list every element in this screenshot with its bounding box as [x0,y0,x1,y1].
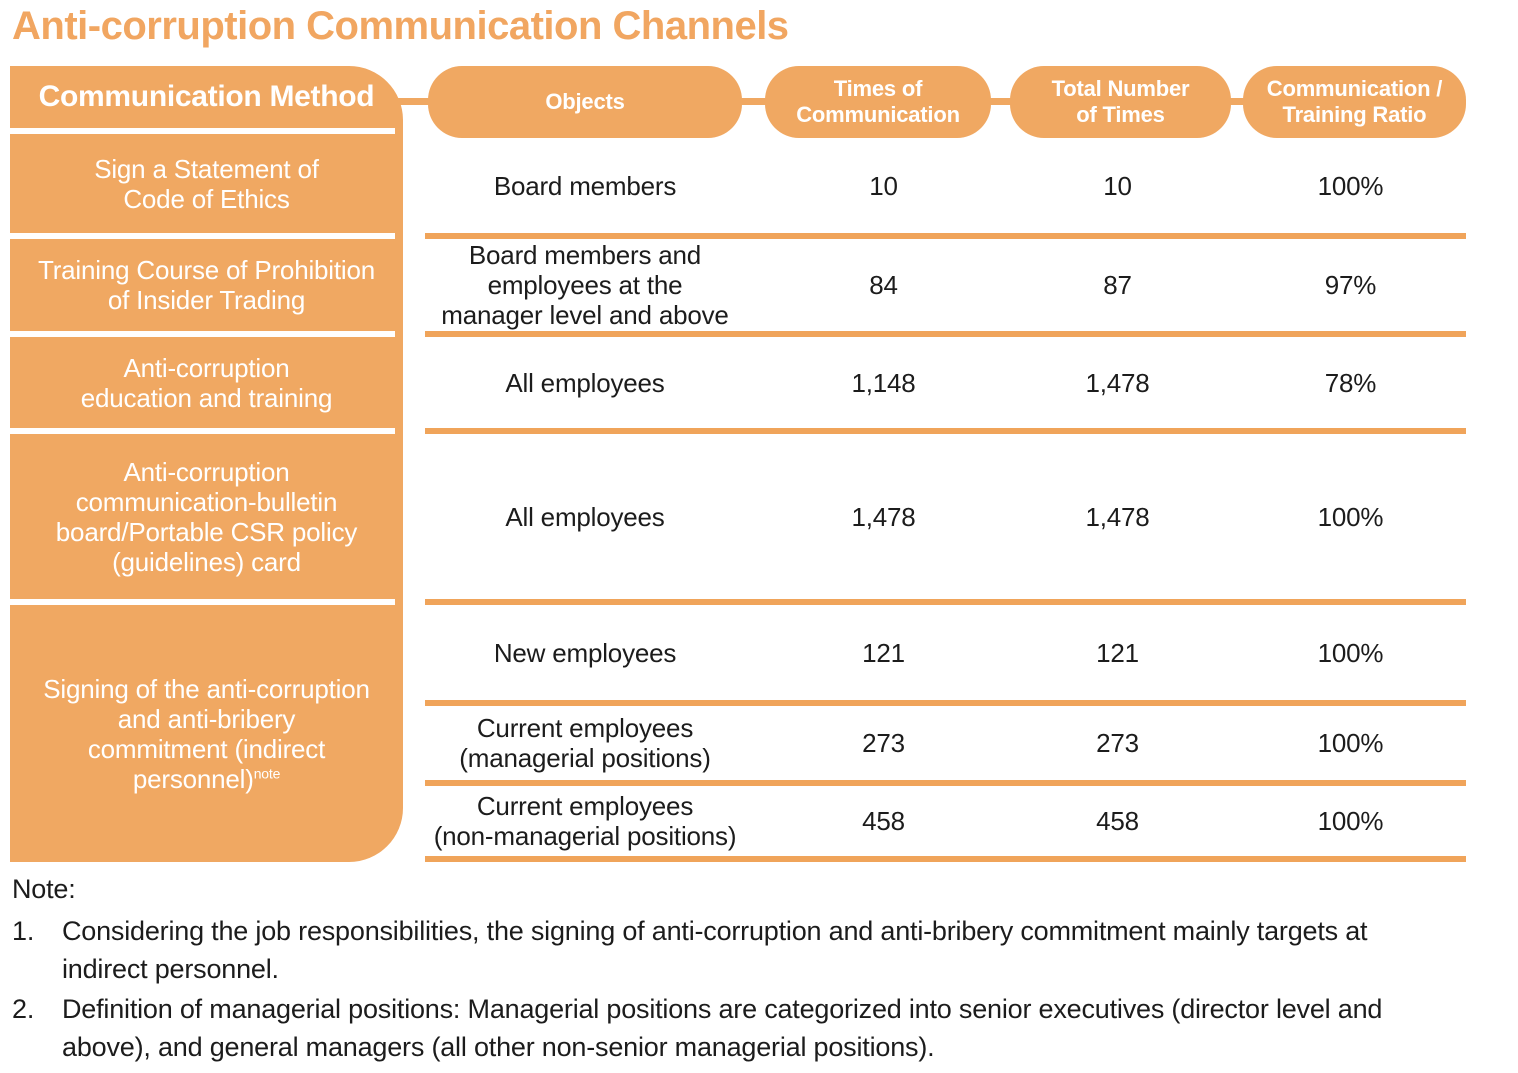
note-item-text: Considering the job responsibilities, th… [62,916,1368,984]
method-cell-text: Training Course of Prohibition of Inside… [38,255,375,315]
note-section: Note: 1. Considering the job responsibil… [12,870,1506,1066]
table-row: All employees 1,478 1,478 100% [403,434,1466,599]
total-cell: 458 [1096,806,1139,836]
column-header-times-of-communication: Times of Communication [765,66,991,138]
total-cell: 10 [1103,170,1132,201]
times-cell: 273 [862,728,905,758]
column-header-communication-training-ratio: Communication / Training Ratio [1243,66,1466,138]
table-row: Board members and employees at the manag… [403,239,1466,331]
ratio-cell: 100% [1317,170,1384,201]
method-cell-text: Anti-corruption education and training [80,352,333,413]
method-cell: Training Course of Prohibition of Inside… [10,239,403,331]
row-separator [425,428,1466,434]
times-cell: 1,478 [851,501,916,532]
method-separator [10,428,395,434]
method-cell: Signing of the anti-corruption and anti-… [10,605,403,862]
row-separator [425,331,1466,337]
method-cell-last-line: personnel)note [132,763,281,794]
objects-cell: Board members [493,170,677,201]
total-cell: 273 [1096,728,1139,758]
method-separator [10,128,395,134]
objects-cell: Current employees (non-managerial positi… [433,791,737,851]
column-header-total-number-of-times: Total Number of Times [1010,66,1231,138]
column-header-row: Objects Times of Communication Total Num… [395,66,1466,138]
total-cell: 1,478 [1085,501,1150,532]
page-title: Anti-corruption Communication Channels [12,4,789,48]
method-cell: Anti-corruption education and training [10,337,403,428]
total-cell: 1,478 [1085,367,1150,398]
row-separator [425,700,1466,706]
table-row: New employees 121 121 100% [403,605,1466,700]
communication-channels-table: Communication Method Sign a Statement of… [10,66,1466,862]
objects-cell: All employees [505,367,665,398]
ratio-cell: 100% [1317,728,1384,758]
ratio-cell: 97% [1324,270,1377,300]
times-cell: 1,148 [851,367,916,398]
times-cell: 458 [862,806,905,836]
objects-cell: Board members and employees at the manag… [441,240,729,330]
note-label: Note: [12,874,76,904]
note-item-text: Definition of managerial positions: Mana… [62,994,1383,1062]
row-separator [425,856,1466,862]
ratio-cell: 100% [1317,501,1384,532]
note-item: 2. Definition of managerial positions: M… [12,990,1506,1066]
row-separator [425,780,1466,786]
method-column: Communication Method Sign a Statement of… [10,66,403,862]
method-cell: Sign a Statement of Code of Ethics [10,134,403,233]
method-separator [10,331,395,337]
ratio-cell: 78% [1324,367,1377,398]
table-row: Current employees (managerial positions)… [403,706,1466,780]
method-cell: Anti-corruption communication-bulletin b… [10,434,403,599]
ratio-cell: 100% [1317,637,1384,668]
total-cell: 87 [1103,270,1132,300]
note-item-number: 2. [12,994,35,1024]
data-columns: Objects Times of Communication Total Num… [395,66,1466,862]
row-separator [425,599,1466,605]
note-item-number: 1. [12,916,35,946]
table-row: All employees 1,148 1,478 78% [403,337,1466,428]
method-column-header: Communication Method [38,80,375,113]
table-row: Board members 10 10 100% [403,138,1466,233]
note-item: 1. Considering the job responsibilities,… [12,912,1506,988]
objects-cell: All employees [505,501,665,532]
objects-cell: Current employees (managerial positions) [459,713,711,773]
times-cell: 10 [869,170,898,201]
method-cell-text: Signing of the anti-corruption and anti-… [43,673,370,764]
total-cell: 121 [1096,637,1139,668]
method-separator [10,599,395,605]
objects-cell: New employees [493,637,677,668]
table-row: Current employees (non-managerial positi… [403,786,1466,856]
column-header-objects: Objects [428,66,742,138]
times-cell: 121 [862,637,905,668]
note-reference: note [253,764,281,781]
method-cell-text: Anti-corruption communication-bulletin b… [55,456,358,577]
ratio-cell: 100% [1317,806,1384,836]
row-separator [425,233,1466,239]
method-cell-text: Sign a Statement of Code of Ethics [94,153,319,214]
method-separator [10,233,395,239]
times-cell: 84 [869,270,898,300]
